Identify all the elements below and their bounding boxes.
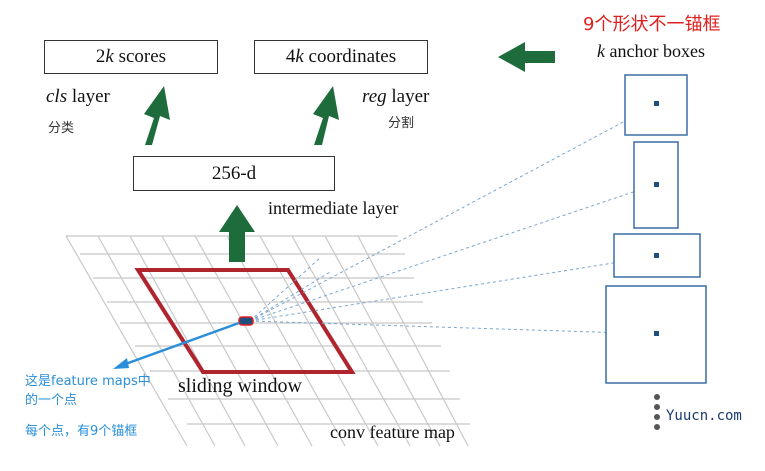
coords-k: k: [295, 46, 304, 67]
annotation-line-2: 的一个点: [25, 393, 78, 408]
arrow-left-anchors: [498, 42, 555, 72]
center-point: [238, 316, 254, 326]
reg-layer-label: reg layer: [362, 86, 429, 108]
more-anchors-dots: [654, 394, 660, 430]
anchor-boxes: [605, 74, 707, 384]
reg-layer-rest: layer: [386, 86, 430, 107]
anchors-title-rest: anchor boxes: [605, 41, 705, 61]
coords-prefix: 4: [285, 46, 296, 67]
anchors-title-cn: 9个形状不一锚框: [583, 14, 721, 35]
feature-map-label: conv feature map: [330, 422, 455, 442]
cls-layer-italic: cls: [46, 86, 68, 107]
cls-layer-rest: layer: [67, 86, 110, 107]
cls-layer-cn: 分类: [48, 121, 75, 136]
intermediate-box: 256-d: [133, 156, 335, 191]
intermediate-layer-label: intermediate layer: [268, 198, 399, 218]
reg-layer-cn: 分割: [388, 116, 415, 131]
scores-prefix: 2: [95, 46, 106, 67]
sliding-window-frame: [134, 268, 356, 374]
arrow-up-intermediate: [219, 205, 255, 262]
annotation-arrow-head: [113, 358, 129, 369]
annotation-line-1: 这是feature maps中: [25, 374, 151, 389]
arrow-up-cls: [144, 86, 170, 145]
anchors-k: k: [597, 41, 605, 61]
coords-suffix: coordinates: [303, 46, 397, 67]
anchors-title: k anchor boxes: [597, 41, 705, 62]
intermediate-box-label: 256-d: [211, 162, 257, 184]
annotation-line-3: 每个点，有9个锚框: [25, 424, 138, 439]
watermark: Yuucn.com: [666, 408, 742, 424]
sliding-window-label: sliding window: [178, 375, 302, 397]
arrow-up-reg: [313, 86, 339, 145]
anchor-centers: [654, 101, 659, 336]
scores-k: k: [105, 46, 114, 67]
scores-suffix: scores: [113, 46, 167, 67]
anchor-projection-lines: [249, 103, 658, 335]
annotation-arrow-line: [119, 321, 240, 368]
cls-layer-label: cls layer: [46, 86, 110, 108]
flow-arrows: [144, 42, 555, 262]
reg-layer-italic: reg: [362, 86, 387, 107]
